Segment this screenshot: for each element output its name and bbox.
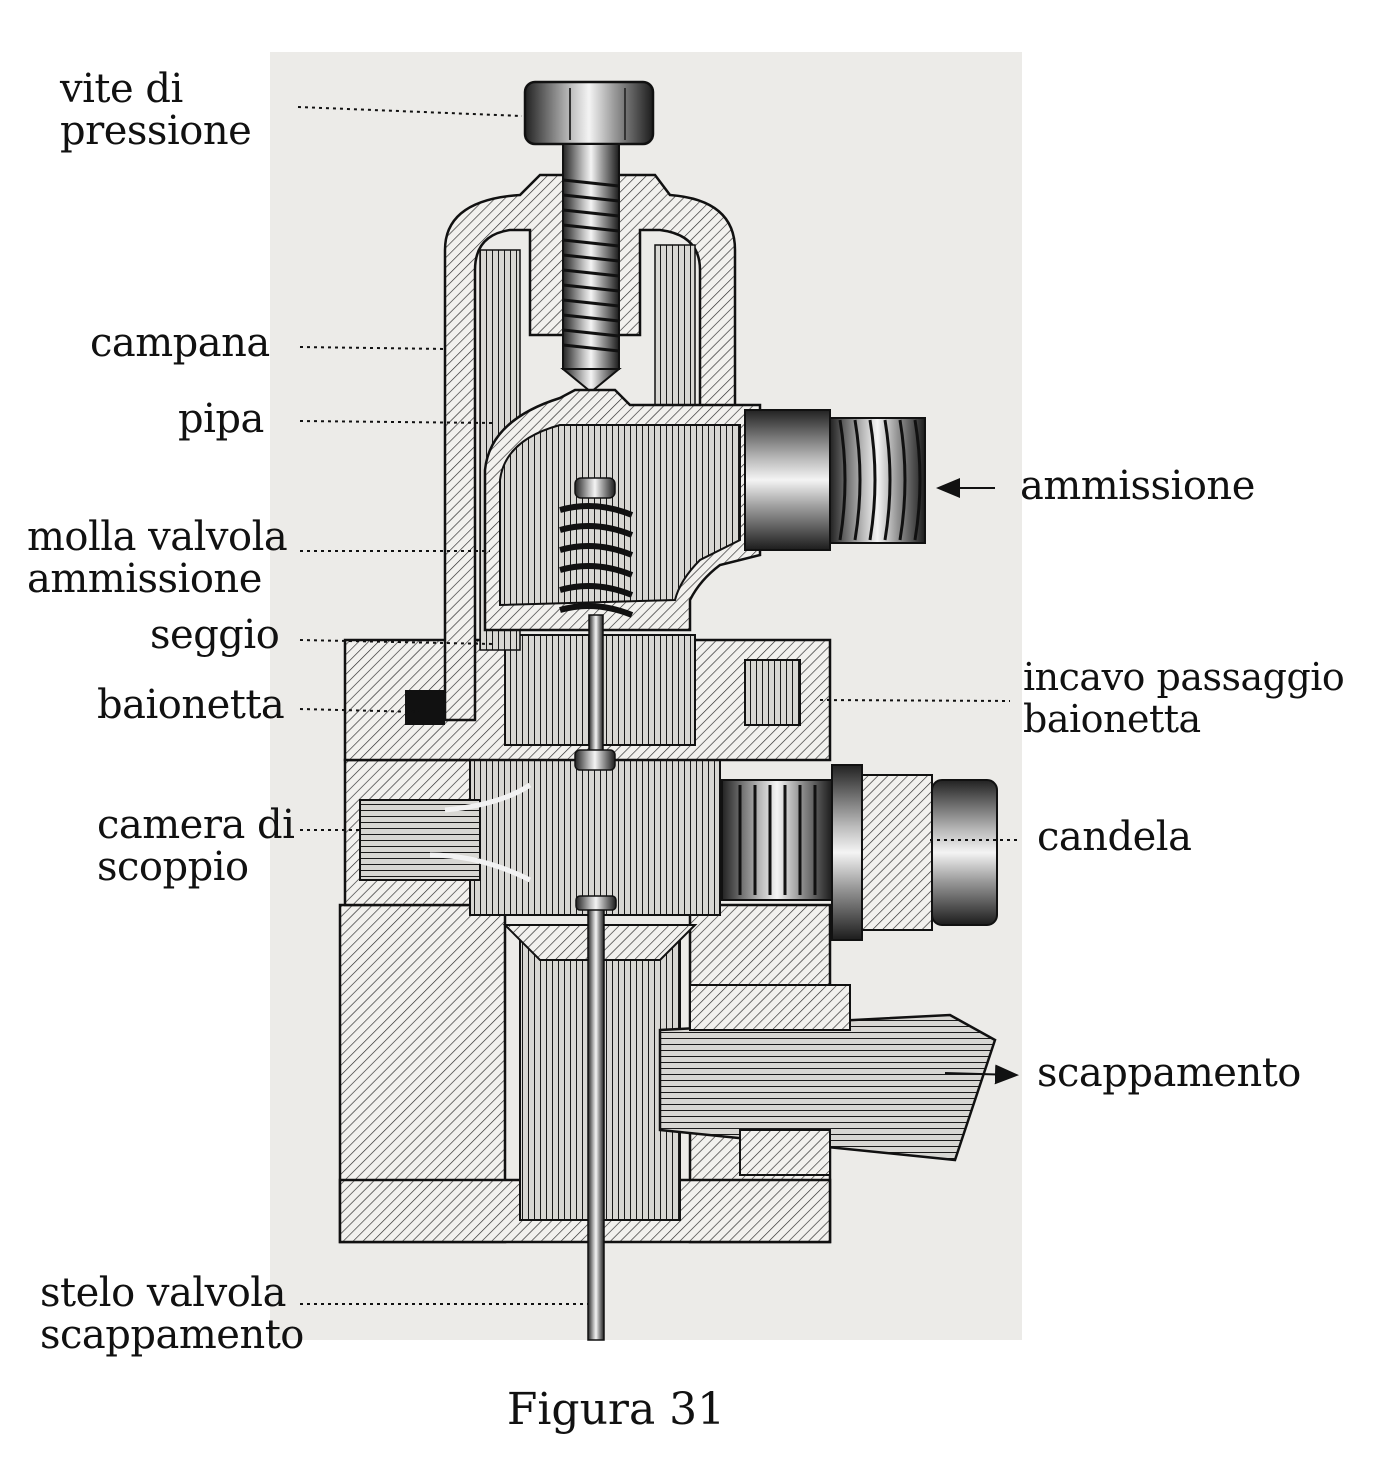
label-vite-di-pressione: vite di pressione (60, 66, 252, 154)
label-ammissione: ammissione (1020, 463, 1255, 509)
intake-pipe-interior (499, 424, 741, 607)
label-scappamento: scappamento (1037, 1050, 1301, 1096)
chamber-passage-left (359, 799, 481, 881)
pressure-screw (523, 80, 655, 394)
intake-valve-head (574, 749, 616, 771)
bell-inner-right (654, 244, 696, 411)
figure-caption: Figura 31 (506, 1384, 726, 1435)
intake-valve-spring (559, 477, 634, 618)
label-incavo-passaggio-baionetta: incavo passaggio baionetta (1023, 655, 1345, 741)
exhaust-pipe (658, 1013, 997, 1162)
flow-arrow-upper (444, 782, 532, 813)
exhaust-arrow (944, 1064, 1019, 1085)
exhaust-valve-head (575, 895, 617, 911)
label-seggio: seggio (150, 612, 280, 658)
label-campana: campana (90, 320, 270, 366)
intake-nipple (744, 409, 831, 551)
intake-thread (829, 417, 926, 544)
bayonet-slot-right (744, 659, 801, 726)
label-camera-di-scoppio: camera di scoppio (97, 802, 295, 890)
combustion-chamber-interior (469, 754, 721, 916)
exhaust-boss (689, 984, 851, 1031)
label-stelo-valvola-scappamento: stelo valvola scappamento (40, 1270, 304, 1358)
label-pipa: pipa (178, 396, 264, 442)
exhaust-valve-stem (587, 904, 605, 1341)
intake-valve-stem (588, 614, 604, 756)
label-molla-valvola-ammissione: molla valvola ammissione (27, 514, 288, 602)
bayonet-slot-left (405, 690, 445, 725)
label-candela: candela (1037, 814, 1192, 860)
spark-plug (721, 764, 998, 941)
exhaust-flange (739, 1129, 831, 1176)
leader-lines (297, 106, 1018, 1305)
flow-arrow-lower (429, 852, 532, 883)
label-baionetta: baionetta (97, 682, 285, 728)
